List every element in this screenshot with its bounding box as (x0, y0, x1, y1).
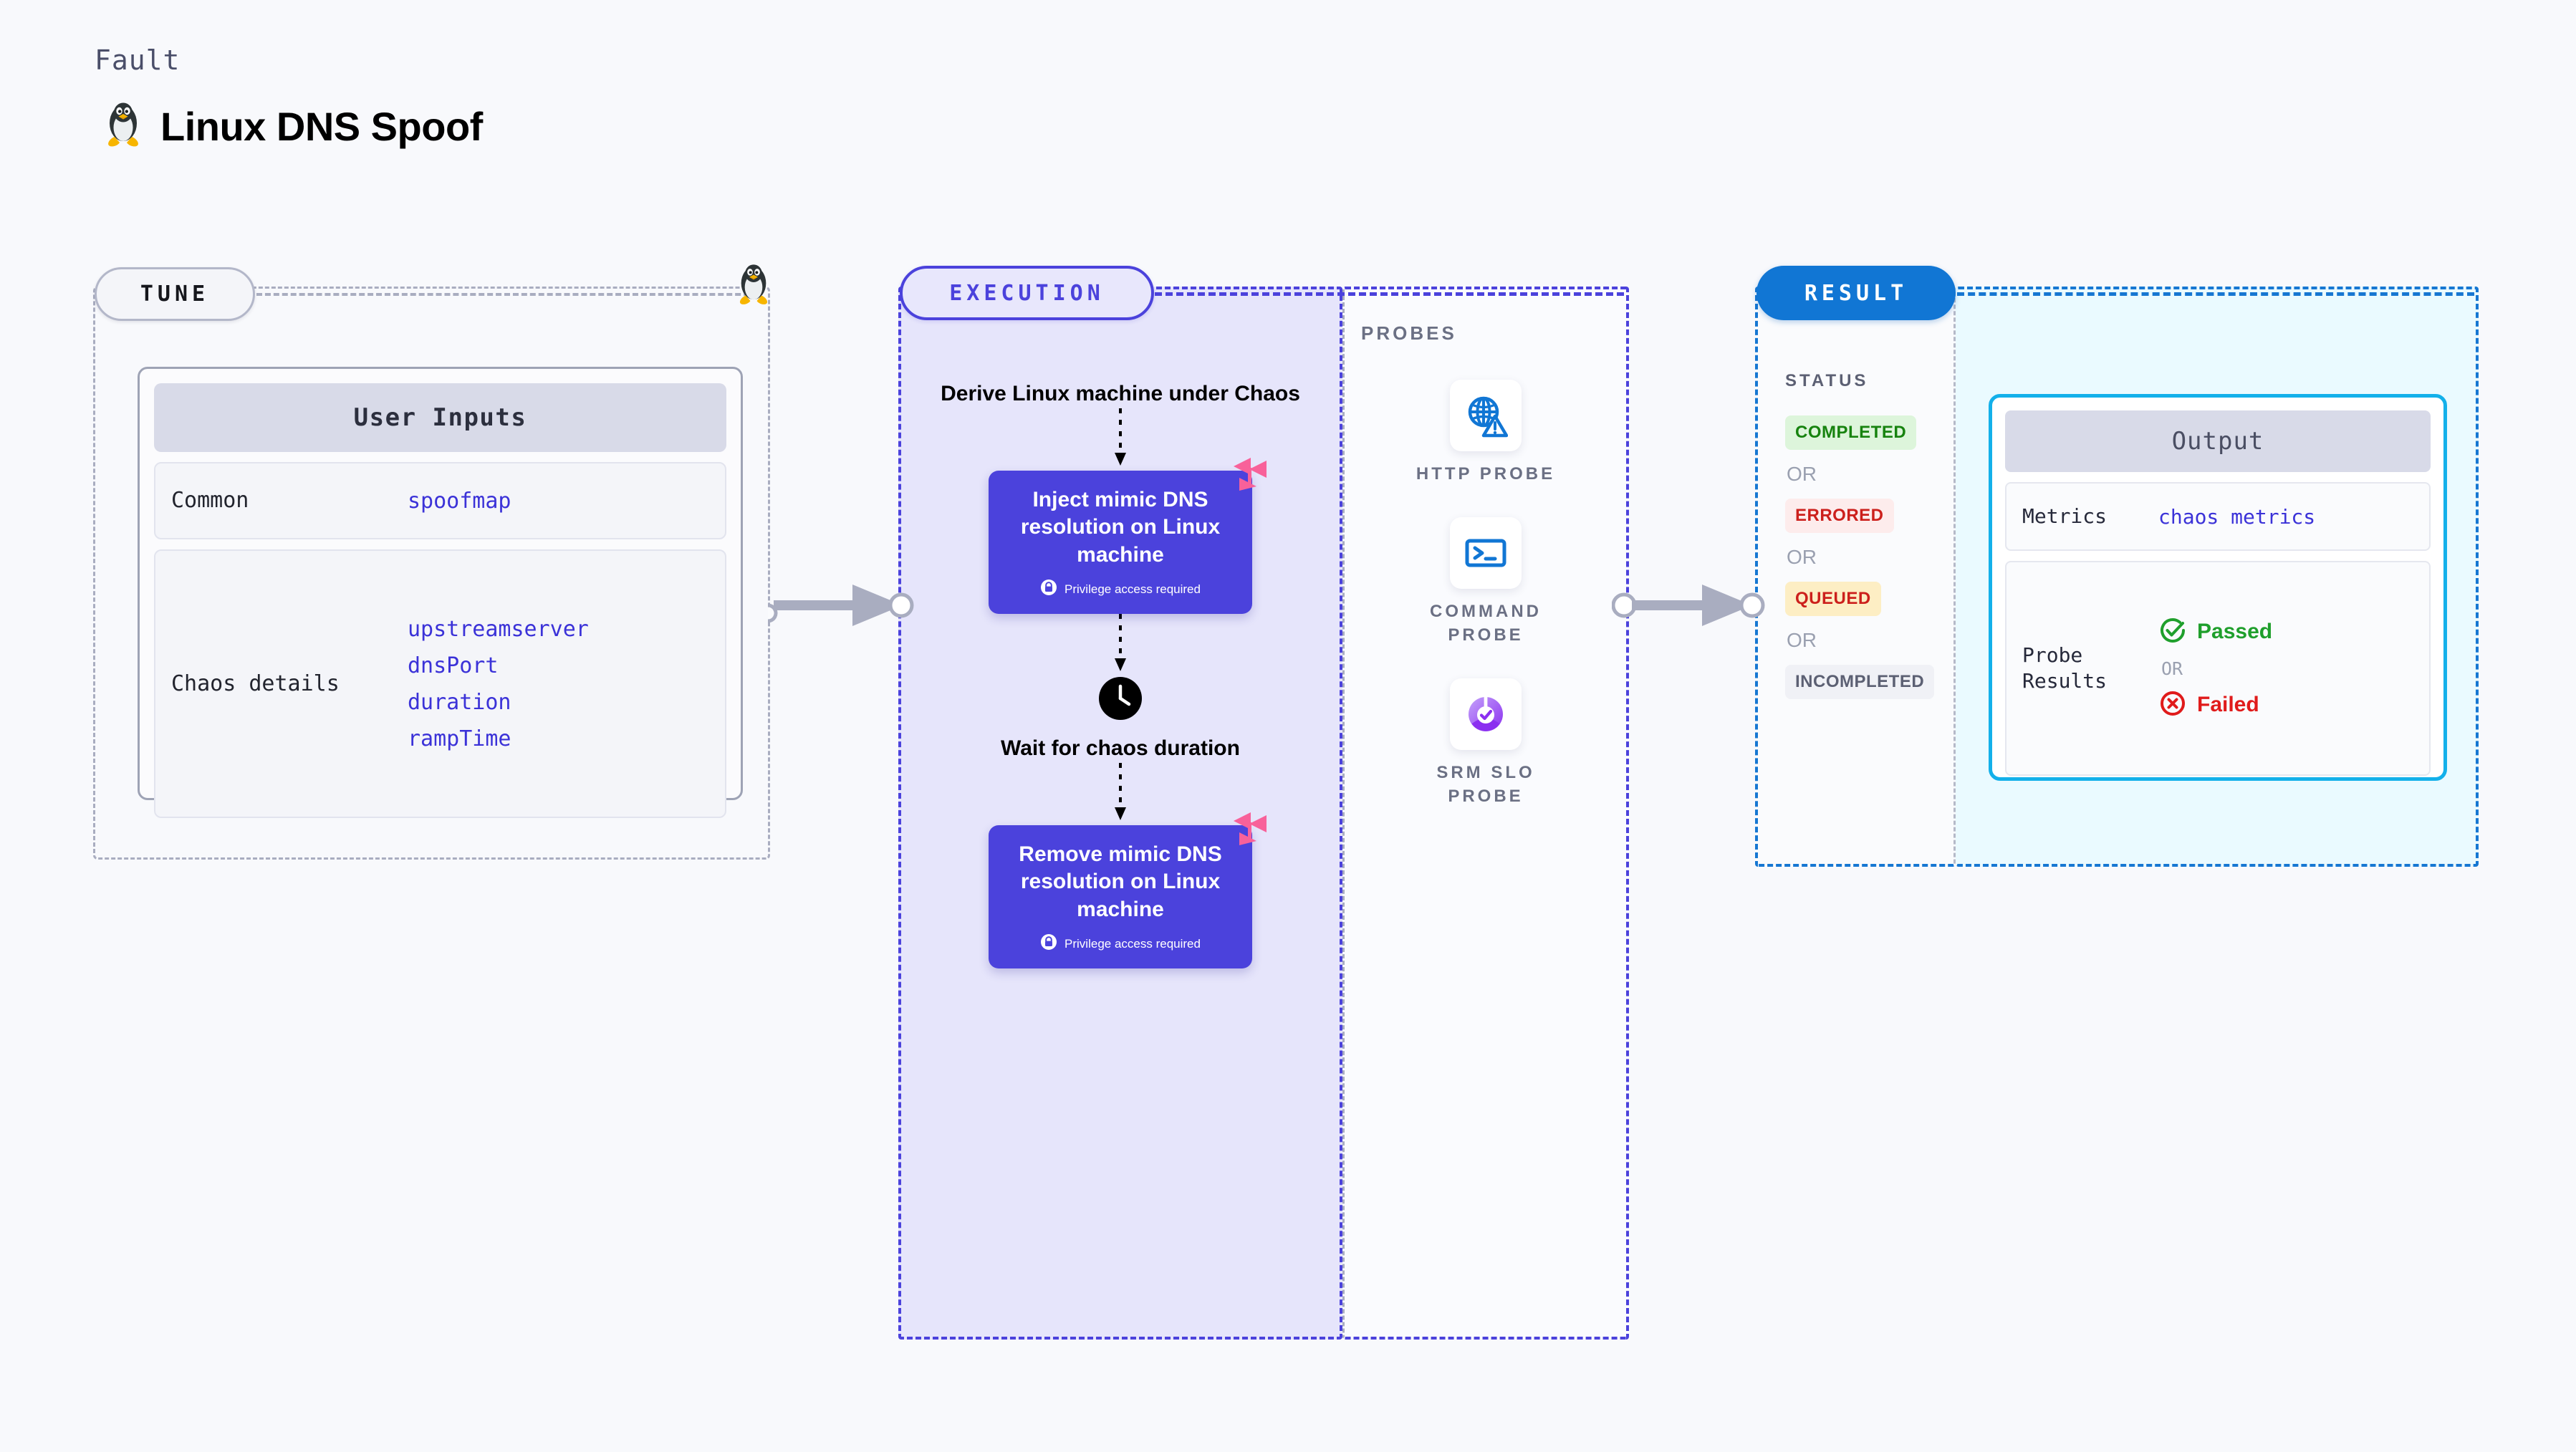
check-circle-icon (2158, 616, 2187, 648)
input-param[interactable]: upstreamserver (408, 616, 589, 642)
page-title: Linux DNS Spoof (160, 103, 483, 149)
probes-list: HTTP PROBE COMMAND PROBE (1342, 380, 1629, 840)
row-key: Probe Results (2022, 643, 2108, 693)
input-param[interactable]: spoofmap (408, 488, 511, 514)
execution-top-dashed-line (1155, 292, 1624, 296)
output-row-probe-results: Probe Results Passed OR (2005, 561, 2431, 776)
probe-label: COMMAND PROBE (1430, 602, 1542, 645)
status-badge-queued: QUEUED (1785, 582, 1881, 616)
flow-node-inject[interactable]: Inject mimic DNS resolution on Linux mac… (989, 457, 1267, 615)
terminal-icon (1449, 517, 1522, 590)
arrow-down-icon (1113, 762, 1128, 825)
input-param[interactable]: rampTime (408, 726, 511, 751)
probe-label: HTTP PROBE (1416, 464, 1556, 484)
user-inputs-row-chaos-details: Chaos details upstreamserver dnsPort dur… (154, 549, 726, 818)
tune-top-dashed-line (256, 293, 758, 296)
probe-item-command[interactable]: COMMAND PROBE (1430, 517, 1542, 647)
flow-node-subtext: Privilege access required (1001, 933, 1239, 954)
row-key: Chaos details (171, 670, 340, 696)
flow-node-remove[interactable]: Remove mimic DNS resolution on Linux mac… (989, 812, 1267, 969)
lock-icon (1040, 579, 1057, 600)
probes-panel (1342, 287, 1629, 1340)
probe-result-or: OR (2161, 658, 2183, 679)
probe-results-values: Passed OR Failed (2158, 616, 2272, 721)
result-status-region (1755, 287, 1956, 867)
failed-label: Failed (2197, 693, 2259, 716)
probe-label: SRM SLO PROBE (1436, 763, 1535, 806)
harness-badge-icon (1229, 808, 1271, 852)
user-inputs-row-common: Common spoofmap (154, 462, 726, 539)
passed-label: Passed (2197, 620, 2273, 643)
status-or: OR (1787, 463, 1817, 485)
metrics-value[interactable]: chaos metrics (2158, 504, 2316, 529)
harness-badge-icon (1229, 453, 1271, 497)
probe-result-failed: Failed (2158, 689, 2272, 721)
page-header: Fault Linux DNS Spoof (95, 44, 483, 150)
tune-pill-label: TUNE (95, 267, 255, 321)
flow-node-title: Inject mimic DNS resolution on Linux mac… (1020, 487, 1221, 567)
linux-penguin-icon (735, 264, 772, 308)
execution-pill-label: EXECUTION (900, 266, 1154, 320)
probe-result-passed: Passed (2158, 616, 2272, 648)
status-badge-errored: ERRORED (1785, 499, 1894, 533)
tune-to-execution-arrow (758, 573, 922, 641)
flow-caption-derive: Derive Linux machine under Chaos (941, 382, 1300, 405)
result-pill-label: RESULT (1756, 266, 1956, 320)
x-circle-icon (2158, 689, 2187, 721)
status-list: COMPLETED OR ERRORED OR QUEUED OR INCOMP… (1785, 415, 1950, 699)
page-kicker: Fault (95, 44, 181, 76)
clock-icon (1098, 676, 1143, 724)
tune-panel (93, 287, 770, 860)
row-key: Common (171, 488, 249, 514)
globe-warning-icon (1450, 380, 1522, 451)
probe-item-http[interactable]: HTTP PROBE (1416, 380, 1555, 486)
linux-penguin-icon (103, 102, 143, 150)
result-top-dashed-line (1957, 292, 2474, 296)
lock-label: Privilege access required (1064, 936, 1201, 951)
probes-to-result-arrow (1611, 573, 1773, 641)
input-param[interactable]: duration (408, 689, 511, 715)
page-title-row: Linux DNS Spoof (103, 102, 483, 150)
status-badge-incompleted: INCOMPLETED (1785, 665, 1935, 699)
row-values: upstreamserver dnsPort duration rampTime (408, 617, 589, 751)
flow-caption-wait: Wait for chaos duration (1001, 736, 1240, 761)
lock-label: Privilege access required (1064, 582, 1201, 596)
status-or: OR (1787, 629, 1817, 651)
flow-node-title: Remove mimic DNS resolution on Linux mac… (1019, 842, 1222, 921)
probes-label: PROBES (1361, 322, 1457, 344)
output-card: Output Metrics chaos metrics Probe Resul… (1989, 394, 2447, 781)
user-inputs-card: User Inputs Common spoofmap Chaos detail… (138, 367, 743, 818)
execution-flow: Derive Linux machine under Chaos Inject … (898, 380, 1342, 969)
user-inputs-title: User Inputs (154, 383, 726, 452)
lock-icon (1040, 933, 1057, 954)
row-key: Metrics (2022, 504, 2108, 528)
status-label: STATUS (1785, 371, 1869, 390)
flow-node-subtext: Privilege access required (1001, 579, 1239, 600)
status-badge-completed: COMPLETED (1785, 415, 1917, 450)
output-title: Output (2005, 410, 2431, 472)
row-values: spoofmap (408, 489, 511, 514)
output-row-metrics: Metrics chaos metrics (2005, 482, 2431, 551)
slo-check-icon (1450, 678, 1522, 751)
input-param[interactable]: dnsPort (408, 653, 499, 678)
arrow-down-icon (1113, 614, 1128, 676)
arrow-down-icon (1113, 408, 1128, 471)
status-or: OR (1787, 546, 1817, 568)
probe-item-srm-slo[interactable]: SRM SLO PROBE (1436, 678, 1534, 808)
